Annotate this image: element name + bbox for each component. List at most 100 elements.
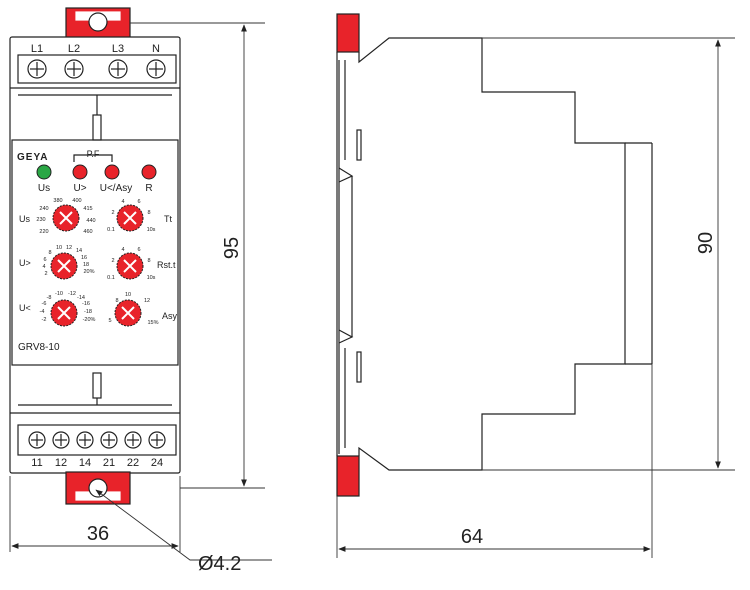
screw-icon [108,59,128,79]
scale-tt: 4 [121,199,124,205]
knob-label-asy: Asy [162,311,178,321]
pf-label: P.F [87,149,100,159]
scale-tt: 8 [147,210,150,216]
scale-u-over: 12 [66,245,72,251]
terminal-label-22: 22 [127,457,139,469]
knob-label-tt: Tt [164,214,172,224]
scale-tt: 0.1 [107,227,115,233]
screw-icon [64,59,84,79]
side-view [336,13,653,497]
screw-icon [100,431,118,449]
dim-height-90: 90 [695,232,717,254]
scale-u-over: 18 [83,262,89,268]
scale-us: 460 [83,229,92,235]
screw-icon [146,59,166,79]
led-label-us: Us [38,183,50,194]
scale-u-over: 16 [81,255,87,261]
scale-us: 230 [36,217,45,223]
knob-u-under [50,299,78,327]
screw-icon [27,59,47,79]
terminal-label-21: 21 [103,457,115,469]
terminal-label-n: N [152,43,160,55]
screw-icon [76,431,94,449]
knob-asy [114,299,142,327]
scale-us: 220 [39,229,48,235]
scale-asy: 15% [147,320,158,326]
scale-us: 415 [83,206,92,212]
led-u-over [72,164,88,180]
scale-rst: 10s [147,275,156,281]
knob-label-u-under: U< [19,303,31,313]
screw-icon [28,431,46,449]
knob-label-us: Us [19,214,30,224]
dim-width-64: 64 [461,526,483,548]
scale-u-over: 2 [44,271,47,277]
scale-tt: 10s [147,227,156,233]
scale-u-over: 4 [42,264,45,270]
led-label-r: R [145,183,152,194]
terminal-label-11: 11 [31,457,42,469]
scale-tt: 6 [137,199,140,205]
led-us [36,164,52,180]
terminal-label-12: 12 [55,457,67,469]
scale-us: 440 [86,218,95,224]
scale-u-under: -14 [77,295,85,301]
scale-u-under: -4 [40,309,45,315]
scale-u-over: 14 [76,248,82,254]
scale-us: 400 [72,198,81,204]
dim-width-36: 36 [87,523,109,545]
scale-rst: 6 [137,247,140,253]
led-indicators [36,164,157,180]
side-top-clip [336,13,360,53]
side-bottom-clip [336,455,360,497]
top-terminal-screws [17,54,177,84]
scale-asy: 8 [115,298,118,304]
dim-hole-diameter: Ø4.2 [198,553,241,575]
front-view [9,7,181,505]
scale-u-under: -12 [68,291,76,297]
scale-u-over: 20% [83,269,94,275]
side-dimension-lines [336,37,735,558]
scale-rst: 2 [111,258,114,264]
brand-logo: GEYA [17,152,48,163]
knob-label-rst: Rst.t [157,260,176,270]
screw-icon [52,431,70,449]
knob-rst [116,252,144,280]
scale-u-under: -6 [42,301,47,307]
scale-u-under: -20% [83,317,96,323]
knob-label-u-over: U> [19,258,31,268]
led-label-u-over: U> [73,183,86,194]
scale-u-under: -10 [55,291,63,297]
scale-u-under: -16 [82,301,90,307]
knob-u-over [50,252,78,280]
terminal-label-l2: L2 [68,43,80,55]
scale-us: 380 [53,198,62,204]
scale-rst: 0.1 [107,275,115,281]
scale-asy: 10 [125,292,131,298]
terminal-label-l1: L1 [31,43,43,55]
scale-u-over: 6 [43,257,46,263]
scale-asy: 5 [108,318,111,324]
scale-asy: 12 [144,298,150,304]
scale-us: 240 [39,206,48,212]
led-r [141,164,157,180]
led-u-under-asy [104,164,120,180]
scale-u-under: -8 [47,295,52,301]
scale-u-over: 8 [48,250,51,256]
screw-icon [124,431,142,449]
terminal-label-14: 14 [79,457,91,469]
scale-u-over: 10 [56,245,62,251]
led-label-u-under-asy: U</Asy [100,183,133,194]
dim-height-95: 95 [221,237,243,259]
front-dimension-lines [9,22,272,561]
side-profile [358,37,626,471]
model-label: GRV8-10 [18,342,60,353]
scale-rst: 4 [121,247,124,253]
terminal-label-24: 24 [151,457,163,469]
scale-u-under: -18 [84,309,92,315]
screw-icon [148,431,166,449]
knob-us [52,204,80,232]
scale-u-under: -2 [42,317,47,323]
